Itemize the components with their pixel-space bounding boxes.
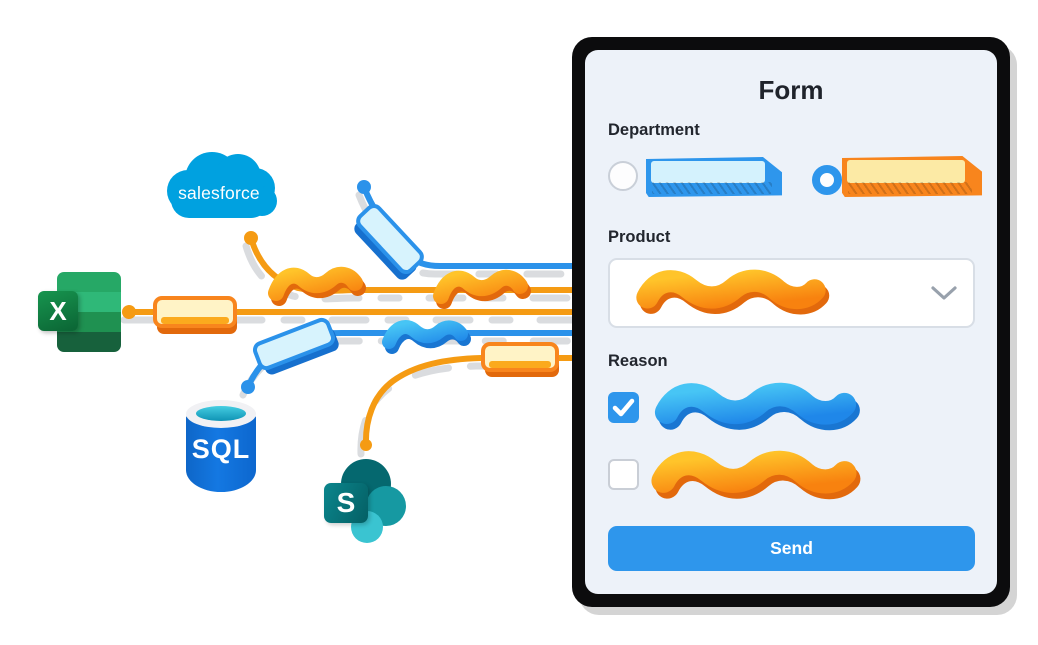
form-card-sketch-border: Form Department Product Reason xyxy=(572,37,1010,607)
scribble-mini-orange-2 xyxy=(436,274,531,309)
salesforce-wordmark: salesforce xyxy=(178,183,260,203)
reason-option-1-scribble xyxy=(654,382,860,431)
reason-checkbox-1[interactable] xyxy=(608,392,639,423)
salesforce-logo: salesforce xyxy=(163,150,277,230)
pipeline-segment-blue-2 xyxy=(252,317,339,375)
scribble-mini-orange-1-top xyxy=(268,266,363,301)
department-label: Department xyxy=(608,121,700,139)
connector-sql xyxy=(245,329,582,390)
sharepoint-s-icon: S xyxy=(324,483,368,523)
sql-database-logo: SQL xyxy=(183,394,259,500)
reason-checkbox-2[interactable] xyxy=(608,459,639,490)
scribble-mini-orange-1 xyxy=(271,271,366,306)
chevron-down-icon xyxy=(931,285,957,300)
form-title: Form xyxy=(758,75,824,105)
excel-letter: X xyxy=(49,295,67,326)
reason-label: Reason xyxy=(608,352,668,370)
department-radio-2[interactable] xyxy=(812,165,842,195)
scribble-mini-orange-2-top xyxy=(433,269,528,304)
connector-sharepoint xyxy=(362,355,582,449)
connector-blue-top xyxy=(361,184,582,269)
product-dropdown[interactable] xyxy=(608,258,975,328)
scribble-mini-blue xyxy=(385,325,471,354)
sql-cylinder-top-inner xyxy=(196,406,246,421)
pipeline-segment-blue-1 xyxy=(354,203,424,280)
send-button[interactable]: Send xyxy=(608,526,975,571)
pipeline-segment-orange-1 xyxy=(153,296,237,334)
excel-x-icon: X xyxy=(38,291,78,331)
sharepoint-letter: S xyxy=(336,487,356,518)
excel-logo: X xyxy=(38,270,124,354)
sharepoint-logo: S xyxy=(316,450,416,550)
connector-salesforce xyxy=(248,235,582,294)
form-card: Form Department Product Reason xyxy=(585,50,997,594)
send-button-label: Send xyxy=(770,538,813,558)
sql-wordmark: SQL xyxy=(191,434,251,464)
department-radio-1[interactable] xyxy=(608,161,638,191)
reason-option-2-scribble xyxy=(651,450,861,500)
pipeline-segment-orange-2 xyxy=(481,342,559,377)
department-option-2-scribble[interactable] xyxy=(842,156,982,197)
department-option-1-scribble[interactable] xyxy=(646,157,782,197)
product-label: Product xyxy=(608,228,671,246)
check-icon xyxy=(612,398,635,417)
scribble-mini-blue-top xyxy=(382,320,468,349)
product-value-scribble xyxy=(636,269,830,315)
